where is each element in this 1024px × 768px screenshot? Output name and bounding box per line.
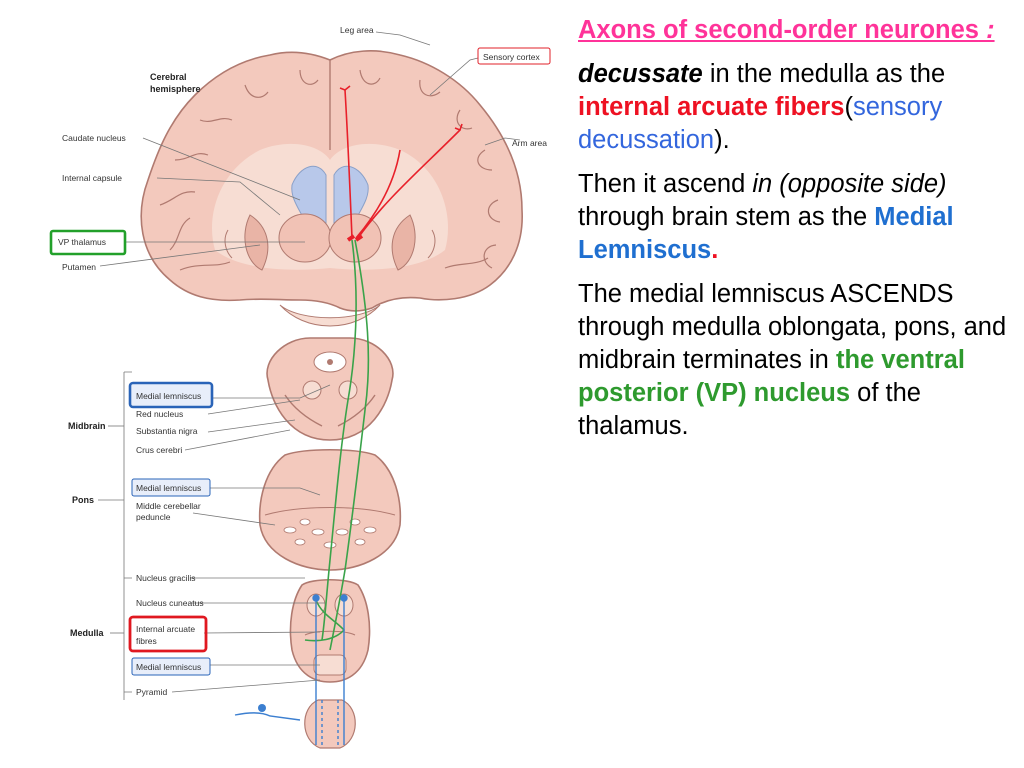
label-medial-lemniscus-pons: Medial lemniscus [136,483,201,493]
p2-text-3: . [711,236,719,264]
label-caudate-nucleus: Caudate nucleus [62,133,126,143]
label-pyramid: Pyramid [136,687,167,697]
pons-section [258,448,402,571]
term-internal-arcuate-fibers: internal arcuate fibers [578,93,845,121]
blue-dorsal-column [312,594,348,745]
medulla-section [289,578,371,683]
label-hemisphere: hemisphere [150,84,201,94]
p1-text-3: ). [714,126,730,154]
term-sensory-decussation: sensory decussation [578,93,943,154]
midbrain-medial-lemniscus-highlight-box [128,381,214,409]
label-internal-arcuate: Internal arcuate [136,624,195,634]
label-putamen: Putamen [62,262,96,272]
notes-paragraph-terminates: The medial lemniscus ASCENDS through med… [578,278,1018,443]
leader-lines [98,31,521,700]
slide-notes: Axons of second-order neurones : decussa… [578,14,1018,454]
term-vp-nucleus: the ventral posterior (VP) nucleus [578,346,965,407]
p2-text-2: through brain stem as the [578,203,875,231]
label-vp-thalamus: VP thalamus [58,237,106,247]
notes-paragraph-decussate: decussate in the medulla as the internal… [578,58,1018,157]
dorsal-root-fiber [234,712,301,721]
notes-heading-text: Axons of second-order neurones [578,16,979,44]
label-red-nucleus: Red nucleus [136,409,183,419]
label-internal-capsule: Internal capsule [62,173,122,183]
label-substantia-nigra: Substantia nigra [136,426,198,436]
p2-text-1: Then it ascend [578,170,753,198]
cerebral-hemispheres [140,50,523,312]
midbrain-section [266,337,394,441]
term-opposite-side: in (opposite side) [752,170,947,198]
label-pons: Pons [72,495,94,505]
label-medial-lemniscus-midbrain: Medial lemniscus [136,391,201,401]
label-fibres: fibres [136,636,157,646]
red-thalamocortical-fibers [339,85,463,239]
internal-arcuate-highlight-box [128,615,208,653]
sensory-pathway-diagram: Leg area Sensory cortex Cerebral hemisph… [49,25,551,749]
diagram-labels: Leg area Sensory cortex Cerebral hemisph… [49,25,551,697]
label-middle-cerebellar: Middle cerebellar [136,501,201,511]
label-crus-cerebri: Crus cerebri [136,445,182,455]
label-leg-area: Leg area [340,25,374,35]
label-medial-lemniscus-medulla: Medial lemniscus [136,662,201,672]
label-nucleus-gracilis: Nucleus gracilis [136,573,196,583]
dorsal-root-ganglion [258,704,266,712]
notes-heading: Axons of second-order neurones : [578,14,1018,47]
p1-text-1: in the medulla as the [702,60,946,88]
p1-text-2: ( [844,93,853,121]
notes-heading-colon: : [978,16,995,44]
term-decussate: decussate [578,60,703,88]
label-nucleus-cuneatus: Nucleus cuneatus [136,598,204,608]
vp-thalamus-highlight-box [49,229,127,256]
label-peduncle: peduncle [136,512,171,522]
label-sensory-cortex: Sensory cortex [483,52,540,62]
label-midbrain: Midbrain [68,421,106,431]
notes-paragraph-ascend: Then it ascend in (opposite side) throug… [578,168,1018,267]
label-medulla: Medulla [70,628,104,638]
vp-thalamus-dots [346,234,364,242]
p3-text-2: of the thalamus. [578,379,921,440]
label-arm-area: Arm area [512,138,547,148]
p3-text-1: The medial lemniscus ASCENDS through med… [578,280,1007,374]
term-medial-lemniscus: Medial Lemniscus [578,203,954,264]
label-cerebral: Cerebral [150,72,187,82]
